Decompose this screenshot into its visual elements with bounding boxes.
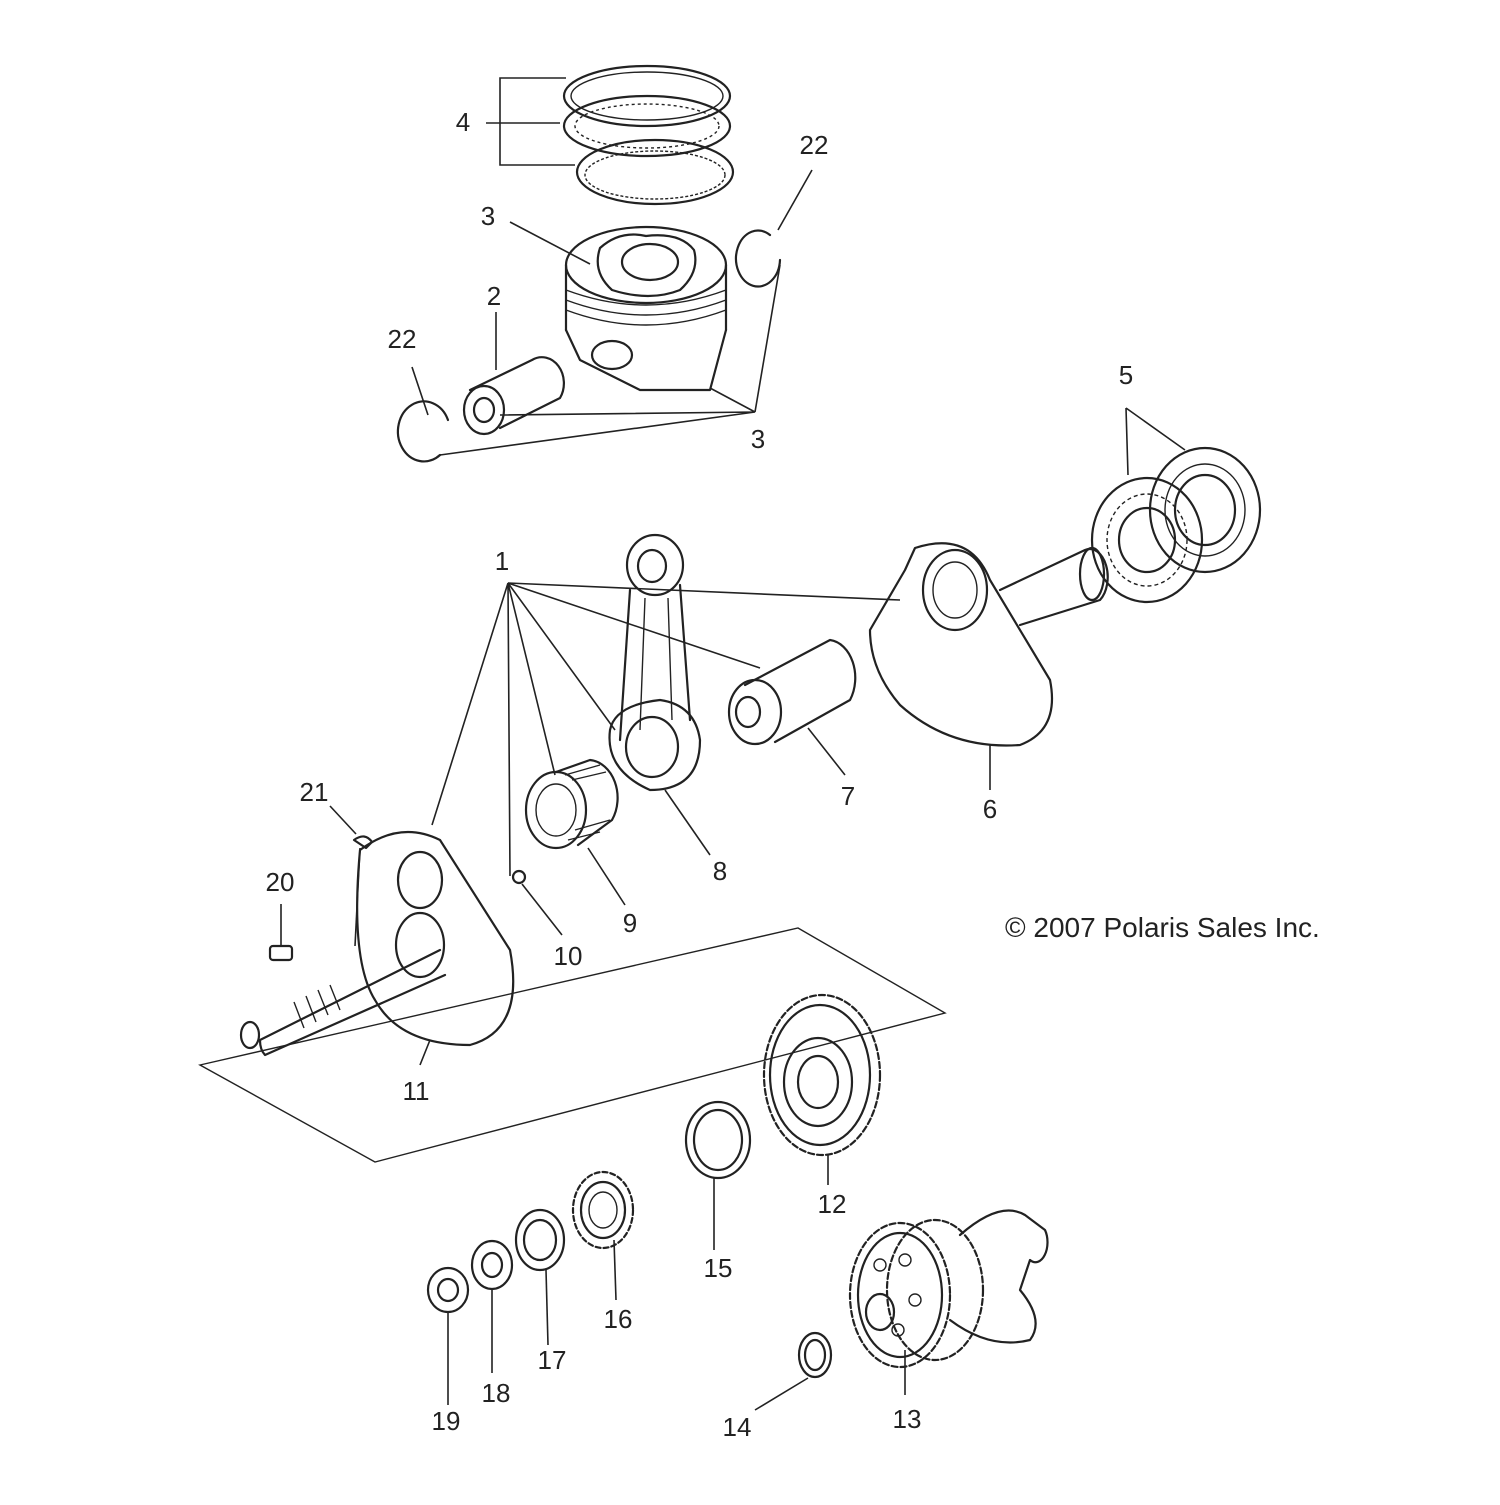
crankshaft-left-half	[239, 830, 515, 1057]
callout-8: 8	[713, 856, 727, 886]
callout-20: 20	[266, 867, 295, 897]
callout-1: 1	[495, 546, 509, 576]
thrust-washer	[684, 1100, 752, 1180]
callout-15: 15	[704, 1253, 733, 1283]
callout-17: 17	[538, 1345, 567, 1375]
piston	[564, 225, 728, 392]
washer	[470, 1239, 514, 1291]
callout-3-top: 3	[481, 201, 495, 231]
balance-shaft-gear	[848, 1209, 1049, 1369]
timing-sprocket	[571, 1170, 635, 1250]
callout-12: 12	[818, 1189, 847, 1219]
shim-washer	[797, 1331, 833, 1379]
callout-7: 7	[841, 781, 855, 811]
piston-pin	[462, 356, 565, 436]
callout-5: 5	[1119, 360, 1133, 390]
callout-19: 19	[432, 1406, 461, 1436]
callout-14: 14	[723, 1412, 752, 1442]
callout-9: 9	[623, 908, 637, 938]
callout-16: 16	[604, 1304, 633, 1334]
needle-bearing	[524, 758, 619, 850]
callout-18: 18	[482, 1378, 511, 1408]
spacer	[514, 1208, 566, 1272]
piston-pin-clip-left	[396, 400, 450, 463]
piston-rings	[562, 64, 735, 206]
callout-11: 11	[403, 1076, 430, 1106]
connecting-rod	[608, 533, 702, 792]
leader-lines	[280, 77, 1186, 1411]
callout-6: 6	[983, 794, 997, 824]
callout-22-right: 22	[800, 130, 829, 160]
crankshaft-right-half	[868, 542, 1109, 747]
woodruff-key-20	[268, 944, 294, 962]
callout-22-left: 22	[388, 324, 417, 354]
callout-13: 13	[893, 1404, 922, 1434]
drive-gear	[762, 993, 882, 1157]
piston-pin-clip-right	[734, 229, 782, 288]
callout-3-bottom: 3	[751, 424, 765, 454]
callout-labels: 1 2 3 3 4 5 6 7 8 9 10 11 12 13 14 15 16…	[266, 107, 1134, 1442]
callout-21: 21	[300, 777, 329, 807]
crankshaft-assembly-box	[198, 927, 947, 1163]
callout-4: 4	[456, 107, 470, 137]
woodruff-key-21	[352, 835, 374, 850]
crank-pin	[727, 638, 857, 746]
copyright-notice: © 2007 Polaris Sales Inc.	[1005, 912, 1320, 943]
main-bearings	[1090, 446, 1262, 604]
nut	[426, 1266, 470, 1314]
dowel-pin	[511, 869, 527, 885]
callout-2: 2	[487, 281, 501, 311]
callout-10: 10	[554, 941, 583, 971]
